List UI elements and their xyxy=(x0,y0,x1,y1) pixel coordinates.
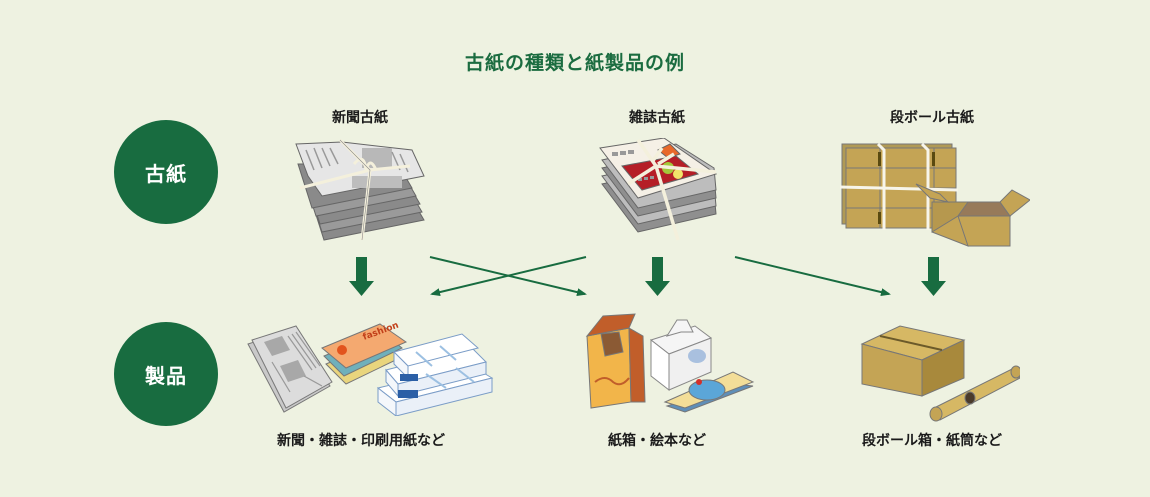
magazine-bundle-icon xyxy=(598,138,720,244)
waste-paper-row-badge: 古紙 xyxy=(114,120,218,224)
cardboard-box-paper-tube-icon xyxy=(860,322,1020,422)
magazine-waste-label: 雑誌古紙 xyxy=(629,110,685,126)
bold-down-arrows xyxy=(349,257,946,296)
box-products-label: 紙箱・絵本など xyxy=(608,433,706,449)
cardboard-bundle-icon xyxy=(840,140,1030,248)
newspaper-waste-label: 新聞古紙 xyxy=(332,110,388,126)
arrow-magazine-to-cardboard-products xyxy=(734,256,891,297)
diagram-title: 古紙の種類と紙製品の例 xyxy=(464,52,685,74)
newspaper-products-label: 新聞・雑誌・印刷用紙など xyxy=(277,433,445,449)
newspaper-bundle-icon xyxy=(292,136,428,244)
down-arrow-newspaper xyxy=(349,257,374,296)
down-arrow-cardboard xyxy=(921,257,946,296)
paper-boxes-picture-book-icon xyxy=(585,310,757,420)
cardboard-waste-label: 段ボール古紙 xyxy=(890,110,974,126)
cardboard-products-label: 段ボール箱・紙筒など xyxy=(862,433,1002,449)
down-arrow-magazine xyxy=(645,257,670,296)
products-row-badge: 製品 xyxy=(114,322,218,426)
newspapers-books-copy-paper-icon: fashion xyxy=(246,322,496,416)
arrow-magazine-to-newspaper-products xyxy=(430,256,587,297)
